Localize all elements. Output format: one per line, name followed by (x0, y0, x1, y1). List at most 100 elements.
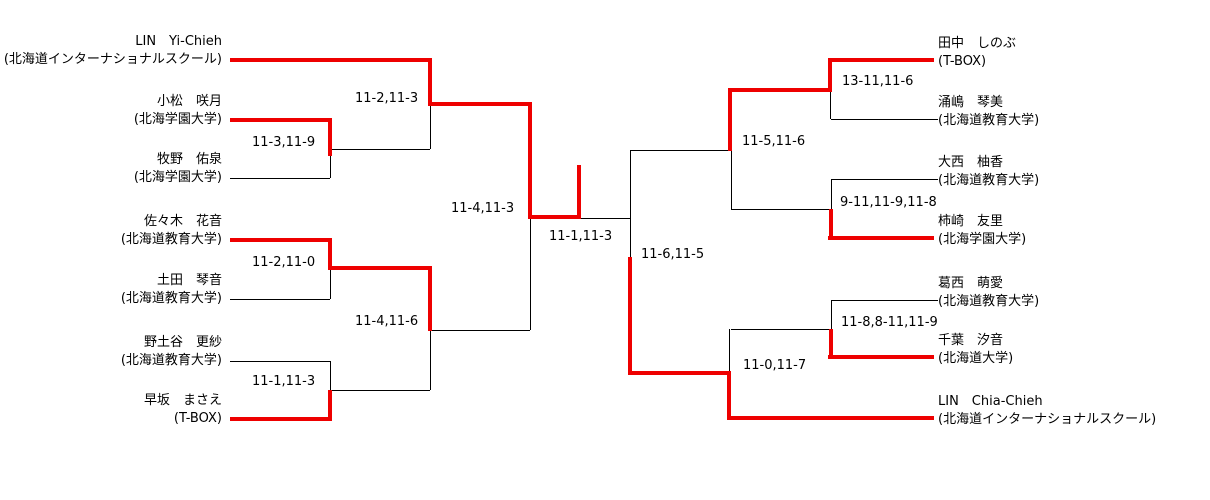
player-entry: 千葉 汐音 (北海道大学) (938, 332, 1013, 368)
line-komatsu-r2 (330, 149, 430, 150)
winner-line-hayasaka (230, 417, 332, 421)
player-entry: LIN Yi-Chieh (北海道インターナショナルスクール) (4, 33, 222, 69)
junction-r2-bottom-right (729, 329, 730, 373)
player-name: 葛西 萌愛 (938, 276, 1004, 291)
winner-turn-komatsu (328, 118, 332, 156)
player-entry: 涌嶋 琴美 (北海道教育大学) (938, 94, 1039, 130)
winner-turn-tanaka (828, 58, 832, 92)
winner-turn-sasaki-r2 (428, 266, 432, 331)
winner-turn-tanaka-r2 (728, 88, 732, 151)
winner-turn-sasaki (328, 238, 332, 269)
player-affiliation: (T-BOX) (938, 54, 987, 69)
winner-turn-lin-chiachieh-sf (628, 257, 632, 375)
winner-line-tanaka-r2 (728, 88, 832, 92)
line-nodoya (230, 361, 330, 362)
player-entry: 小松 咲月 (北海学園大学) (134, 93, 222, 129)
winner-turn-lin-chiachieh (727, 371, 731, 420)
winner-line-kakizaki (828, 236, 934, 240)
player-name: 牧野 佑泉 (156, 152, 222, 167)
player-entry: 土田 琴音 (北海道教育大学) (121, 272, 222, 308)
player-name: 佐々木 花音 (143, 214, 222, 229)
line-makino (230, 178, 330, 179)
player-name: 田中 しのぶ (938, 36, 1017, 51)
match-score: 11-1,11-3 (252, 374, 316, 389)
player-affiliation: (北海学園大学) (133, 170, 222, 185)
player-name: LIN Chia-Chieh (938, 394, 1043, 409)
player-entry: 牧野 佑泉 (北海学園大学) (134, 151, 222, 187)
player-name: 千葉 汐音 (938, 333, 1004, 348)
player-entry: 佐々木 花音 (北海道教育大学) (121, 213, 222, 249)
line-kasai (831, 300, 938, 301)
player-entry: LIN Chia-Chieh (北海道インターナショナルスクール) (938, 393, 1156, 429)
line-chiba-r2 (731, 329, 831, 330)
player-affiliation: (北海道教育大学) (938, 173, 1040, 188)
match-score: 13-11,11-6 (842, 74, 914, 89)
player-entry: 野土谷 更紗 (北海道教育大学) (121, 334, 222, 370)
player-name: 早坂 まさえ (143, 393, 222, 408)
match-score: 11-8,8-11,11-9 (841, 315, 938, 330)
player-name: LIN Yi-Chieh (135, 34, 222, 49)
line-tanaka-sf (630, 150, 730, 151)
junction-r2-top-left (430, 104, 431, 149)
player-affiliation: (北海道教育大学) (120, 232, 222, 247)
winner-line-sasaki-r2 (328, 266, 432, 270)
junction-qf-c (330, 361, 331, 390)
junction-sf-right (630, 150, 631, 259)
junction-qf-b (330, 268, 331, 299)
player-entry: 早坂 まさえ (T-BOX) (144, 392, 222, 428)
junction-qf-r2 (831, 179, 832, 209)
match-score: 9-11,11-9,11-8 (840, 195, 937, 210)
winner-line-komatsu (230, 118, 332, 122)
player-name: 柿崎 友里 (938, 214, 1004, 229)
line-sasaki-sf (430, 330, 530, 331)
player-affiliation: (T-BOX) (173, 411, 222, 426)
player-affiliation: (北海道インターナショナルスクール) (938, 412, 1157, 427)
champion-stub-line (577, 165, 581, 219)
winner-line-tanaka (828, 58, 934, 62)
line-tsuchida (230, 299, 330, 300)
match-score: 11-3,11-9 (252, 135, 316, 150)
player-entry: 大西 柚香 (北海道教育大学) (938, 154, 1039, 190)
player-affiliation: (北海道大学) (938, 351, 1014, 366)
line-final-right (581, 218, 630, 219)
junction-r2-bottom-left (430, 330, 431, 390)
line-kakizaki-r2 (731, 209, 831, 210)
winner-line-lin-yichieh (230, 58, 432, 62)
player-name: 土田 琴音 (156, 273, 222, 288)
player-name: 大西 柚香 (938, 155, 1004, 170)
winner-line-lin-chiachieh-sf (628, 371, 731, 375)
match-score: 11-6,11-5 (641, 247, 705, 262)
winner-line-lin-yichieh-sf (428, 102, 532, 106)
player-name: 涌嶋 琴美 (938, 95, 1004, 110)
line-hayasaka-r2 (330, 390, 430, 391)
match-score: 11-5,11-6 (742, 134, 806, 149)
match-score: 11-4,11-3 (451, 201, 515, 216)
line-onishi (831, 179, 938, 180)
winner-line-final-left (528, 215, 581, 219)
match-score-final: 11-1,11-3 (549, 229, 613, 244)
player-affiliation: (北海道インターナショナルスクール) (3, 52, 222, 67)
player-affiliation: (北海道教育大学) (938, 113, 1040, 128)
match-score: 11-4,11-6 (355, 314, 419, 329)
match-score: 11-2,11-0 (252, 255, 316, 270)
player-name: 小松 咲月 (156, 94, 222, 109)
winner-line-lin-chiachieh (727, 416, 934, 420)
match-score: 11-2,11-3 (355, 91, 419, 106)
junction-sf-left (530, 217, 531, 330)
player-affiliation: (北海学園大学) (938, 232, 1027, 247)
junction-r2-top-right (731, 150, 732, 209)
winner-line-chiba (828, 355, 934, 359)
player-entry: 柿崎 友里 (北海学園大学) (938, 213, 1026, 249)
winner-turn-lin-yichieh-sf (528, 102, 532, 219)
player-affiliation: (北海道教育大学) (938, 294, 1040, 309)
player-entry: 田中 しのぶ (T-BOX) (938, 35, 1016, 71)
player-entry: 葛西 萌愛 (北海道教育大学) (938, 275, 1039, 311)
winner-turn-chiba (829, 329, 833, 359)
winner-turn-hayasaka (328, 390, 332, 421)
winner-line-sasaki (230, 238, 332, 242)
match-score: 11-0,11-7 (743, 358, 807, 373)
winner-turn-kakizaki (829, 209, 833, 240)
winner-turn-lin-yichieh (428, 58, 432, 106)
player-affiliation: (北海学園大学) (133, 112, 222, 127)
